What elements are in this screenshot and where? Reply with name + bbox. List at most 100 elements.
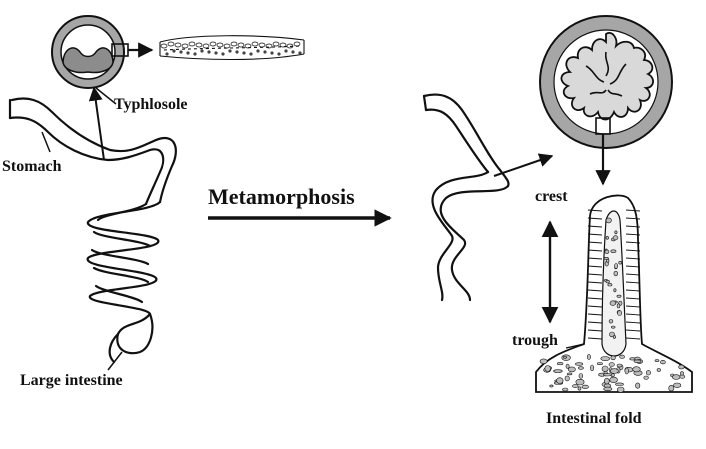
fold-cell-boundary <box>587 329 603 332</box>
coil <box>86 200 162 316</box>
fold-cell-boundary <box>625 281 641 284</box>
fold-cell-boundary <box>625 297 641 300</box>
fold-cell-boundary <box>625 209 641 212</box>
fold-cell-boundary <box>587 225 603 228</box>
core-cell <box>618 261 623 265</box>
tissue-blob <box>575 362 584 366</box>
fold-cell-boundary <box>625 313 641 316</box>
fold-cell-boundary <box>625 241 641 244</box>
tissue-blob <box>654 359 660 362</box>
epithelium-cell <box>188 41 196 47</box>
intestinal-fold-label: Intestinal fold <box>546 410 642 427</box>
epithelium-cell <box>237 42 245 48</box>
fold-cell-boundary <box>625 305 641 308</box>
epithelium-nucleus <box>228 49 232 53</box>
tissue-blob <box>596 362 603 366</box>
tissue-blob <box>619 354 625 359</box>
tissue-blob <box>556 377 564 384</box>
fold-cell-boundary <box>587 273 603 276</box>
adult-gut <box>422 93 510 302</box>
epithelium-nucleus <box>277 52 281 56</box>
tissue-blob <box>673 382 682 388</box>
fold-cell-boundary <box>625 337 641 340</box>
core-cell <box>613 270 618 277</box>
tissue-blob <box>643 375 649 380</box>
epithelium-cell <box>293 41 301 47</box>
fold-cell-boundary <box>587 241 603 244</box>
epithelium-cell <box>251 41 259 47</box>
tissue-blob <box>610 355 616 361</box>
tissue-blob <box>629 357 636 361</box>
tissue-blob <box>581 384 589 390</box>
tissue-blob <box>616 363 623 368</box>
tissue-blob <box>678 364 685 370</box>
fold-cell-boundary <box>625 225 641 228</box>
tissue-blob <box>572 384 579 388</box>
tissue-blob <box>600 356 610 361</box>
tissue-blob <box>556 362 564 366</box>
tadpole-gut-cross-section <box>51 15 129 89</box>
epithelium-cell <box>286 43 294 49</box>
fold-cell-boundary <box>625 265 641 268</box>
epithelium-cell <box>209 41 217 47</box>
core-cell <box>605 280 610 284</box>
tadpole-epithelium-strip <box>159 35 305 61</box>
fold-cell-boundary <box>587 257 603 260</box>
epithelium-cell <box>223 43 231 49</box>
epithelium-nucleus <box>207 50 211 54</box>
core-cell <box>613 288 617 293</box>
core-cell <box>612 335 616 339</box>
core-cell <box>604 249 610 254</box>
tissue-blob <box>633 359 642 363</box>
fold-cell-boundary <box>587 249 603 252</box>
typhlosole-label: Typhlosole <box>114 96 188 113</box>
core-cell <box>610 325 616 329</box>
fold-cell-boundary <box>625 233 641 236</box>
fold-cell-boundary <box>625 257 641 260</box>
core-cell <box>605 236 609 240</box>
epithelium-cell <box>216 42 224 48</box>
epithelium-cell <box>244 43 252 49</box>
fold-cell-boundary <box>625 289 641 292</box>
epithelium-nucleus <box>270 51 274 55</box>
fold-cell-boundary <box>587 265 603 268</box>
epithelium-nucleus <box>200 49 204 53</box>
epithelium-nucleus <box>193 52 197 56</box>
tissue-blob <box>578 366 584 370</box>
epithelium-cell <box>160 43 168 49</box>
fold-cell-boundary <box>587 281 603 284</box>
epithelium-cell <box>181 43 189 49</box>
core-cell <box>616 294 622 298</box>
tissue-blob <box>624 367 629 375</box>
fold-cell-boundary <box>587 305 603 308</box>
epithelium-cell <box>258 42 266 48</box>
fold-cell-boundary <box>587 209 603 212</box>
core-cell <box>610 249 617 253</box>
epithelium-cell <box>230 41 238 47</box>
large-intestine-label: Large intestine <box>20 372 123 389</box>
tissue-blob <box>671 374 681 380</box>
fold-inner-core <box>601 210 627 357</box>
intestinal-fold <box>535 194 693 393</box>
crest-label: crest <box>535 188 568 205</box>
fold-cell-boundary <box>625 273 641 276</box>
tissue-blob <box>603 386 613 392</box>
tissue-blob <box>565 363 570 369</box>
typhlosole-fold <box>62 47 114 74</box>
core-cell <box>607 283 613 287</box>
epithelium-nucleus <box>165 52 169 56</box>
stomach-outline <box>10 97 158 153</box>
epithelium-nucleus <box>179 50 183 54</box>
epithelium-cell <box>167 41 175 47</box>
tissue-blob <box>635 382 641 389</box>
tissue-blob <box>590 364 595 372</box>
epithelium-cell <box>174 42 182 48</box>
epithelium-nucleus <box>263 50 267 54</box>
epithelium-cell <box>279 42 287 48</box>
tissue-blob <box>539 358 548 364</box>
epithelium-nucleus <box>186 51 190 55</box>
epithelium-cell <box>265 43 273 49</box>
stomach-label: Stomach <box>2 158 62 175</box>
epithelium-nucleus <box>242 51 246 55</box>
